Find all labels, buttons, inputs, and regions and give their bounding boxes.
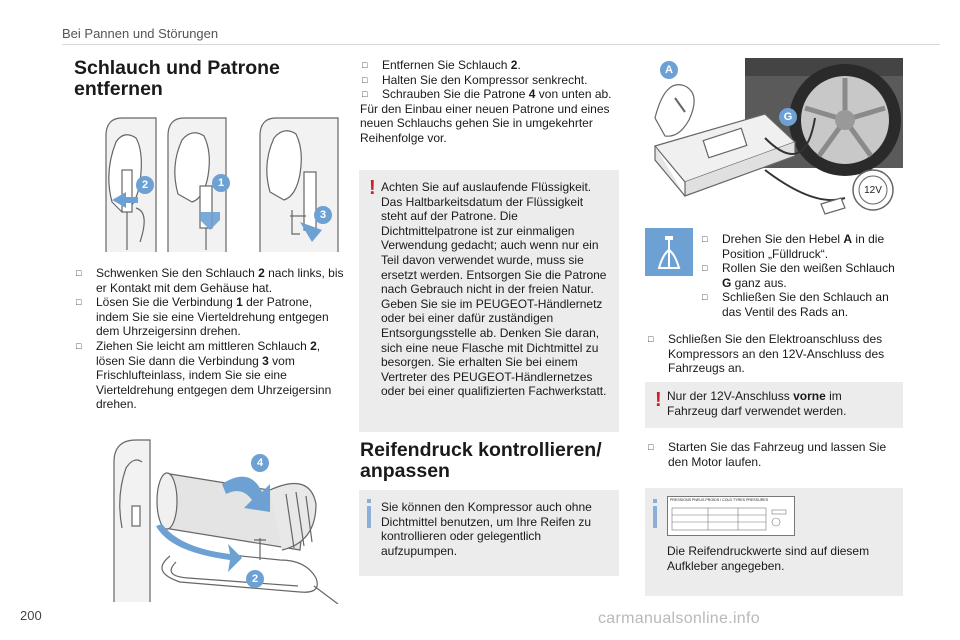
watermark: carmanualsonline.info (598, 610, 760, 627)
lever-glyph (657, 236, 681, 269)
warning-icon: ! (655, 389, 662, 411)
info-icon (367, 499, 371, 528)
step-badge: 3 (314, 206, 332, 224)
cartridge-steps-illustration (105, 117, 339, 252)
list-item: Drehen Sie den Hebel A in die Position „… (700, 232, 904, 261)
connect-step: Schließen Sie den Elektroanschluss des K… (646, 332, 902, 376)
cartridge-steps-list: Entfernen Sie Schlauch 2. Halten Sie den… (360, 58, 622, 146)
list-item: Entfernen Sie Schlauch 2. (360, 58, 622, 73)
list-item: Schließen Sie den Elektroanschluss des K… (646, 332, 902, 376)
list-item: Rollen Sie den weißen Schlauch G ganz au… (700, 261, 904, 290)
list-item: Ziehen Sie leicht am mittleren Schlauch … (74, 339, 344, 412)
cartridge-hose-illustration (113, 439, 339, 605)
list-item: Schwenken Sie den Schlauch 2 nach links,… (74, 266, 344, 295)
sticker-table (671, 507, 787, 531)
info-text: Sie können den Kompressor auch ohne Dich… (381, 500, 592, 558)
list-item: Starten Sie das Fahrzeug und lassen Sie … (646, 440, 902, 469)
warning-text: Achten Sie auf auslaufende Flüssigkeit. … (381, 180, 607, 399)
compressor-wheel-illustration (653, 58, 903, 215)
title-line: Reifendruck kontrollieren/ (360, 439, 602, 461)
title-line: anpassen (360, 460, 450, 482)
part-badge: G (779, 108, 797, 126)
figure-cartridge-hose: 4 2 (110, 432, 350, 605)
section-header: Bei Pannen und Störungen (62, 26, 219, 41)
sticker-title: PRESSIONS PNEUS PROIDS / COLD TYRES PRES… (670, 498, 769, 502)
list-item: Schließen Sie den Schlauch an das Ventil… (700, 290, 904, 319)
reassembly-paragraph: Für den Einbau einer neuen Patrone und e… (360, 101, 610, 145)
info-icon (653, 499, 657, 528)
start-step: Starten Sie das Fahrzeug und lassen Sie … (646, 440, 902, 469)
title-line: entfernen (74, 78, 163, 100)
list-item: Schrauben Sie die Patrone 4 von unten ab… (360, 87, 622, 102)
list-item: Halten Sie den Kompressor senkrecht. (360, 73, 622, 88)
header-divider (62, 44, 940, 45)
lever-steps-list: Drehen Sie den Hebel A in die Position „… (700, 232, 904, 320)
warning-box-socket: ! Nur der 12V-Anschluss vorne im Fahrzeu… (645, 382, 903, 428)
warning-box-fluid: ! Achten Sie auf auslaufende Flüssigkeit… (359, 170, 619, 432)
section-title-pressure: Reifendruck kontrollieren/ anpassen (360, 440, 622, 482)
remove-steps-list: Schwenken Sie den Schlauch 2 nach links,… (74, 266, 344, 412)
socket-label: 12V (864, 185, 882, 196)
figure-compressor-wheel: A G 12V (645, 58, 903, 220)
step-badge: 2 (246, 570, 264, 588)
figure-cartridge-steps: 2 1 3 (100, 112, 340, 254)
list-item: Lösen Sie die Verbindung 1 der Patrone, … (74, 295, 344, 339)
info-text: Die Reifendruckwerte sind auf diesem Auf… (667, 544, 870, 573)
step-badge: 1 (212, 174, 230, 192)
section-title-remove: Schlauch und Patrone entfernen (74, 58, 344, 100)
part-badge: A (660, 61, 678, 79)
pressure-sticker: PRESSIONS PNEUS PROIDS / COLD TYRES PRES… (667, 496, 795, 536)
info-box-sticker: PRESSIONS PNEUS PROIDS / COLD TYRES PRES… (645, 488, 903, 596)
info-box-compressor: Sie können den Kompressor auch ohne Dich… (359, 490, 619, 576)
warning-text: Nur der 12V-Anschluss vorne im Fahrzeug … (667, 389, 847, 418)
title-line: Schlauch und Patrone (74, 57, 280, 79)
step-badge: 2 (136, 176, 154, 194)
step-badge: 4 (251, 454, 269, 472)
warning-icon: ! (369, 177, 376, 199)
page-number: 200 (20, 608, 42, 623)
lever-icon (645, 228, 693, 276)
